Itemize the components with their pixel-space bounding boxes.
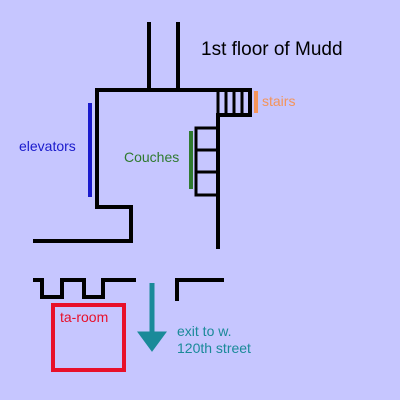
exit-label: exit to w. 120th street bbox=[177, 323, 251, 356]
ta-room-label: ta-room bbox=[60, 309, 109, 325]
bottom-wall-right bbox=[175, 278, 224, 301]
bottom-wall-left bbox=[33, 278, 136, 299]
lower-left-wall bbox=[33, 205, 133, 243]
map-title: 1st floor of Mudd bbox=[201, 39, 343, 60]
couches-shape bbox=[194, 126, 220, 197]
exit-arrow-icon bbox=[137, 283, 167, 352]
stairs-steps bbox=[216, 88, 244, 117]
walls bbox=[33, 22, 252, 301]
ta-room-box bbox=[51, 303, 126, 372]
elevators-label: elevators bbox=[19, 138, 76, 154]
couches-label: Couches bbox=[124, 149, 180, 165]
stairs-label: stairs bbox=[262, 93, 296, 109]
